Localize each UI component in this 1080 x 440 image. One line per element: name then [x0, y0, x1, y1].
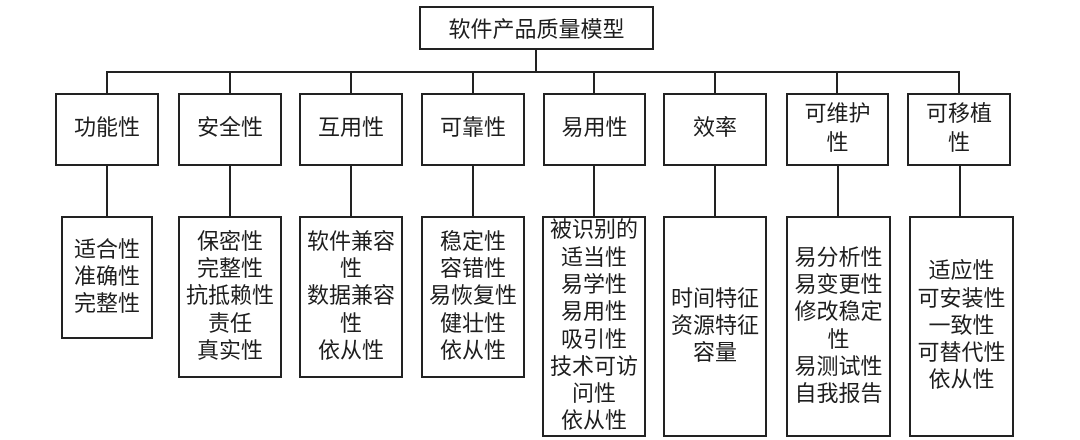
- subcharacteristic-item: 准确性: [73, 264, 140, 290]
- branch-connector-3: [350, 71, 352, 94]
- characteristic-label: 效率: [692, 116, 737, 142]
- subcharacteristic-item: 易分析性: [794, 245, 883, 271]
- subcharacteristic-item: 数据兼容性: [306, 284, 395, 337]
- subcharacteristic-item: 责任: [207, 311, 252, 337]
- subcharacteristic-item: 易变更性: [794, 272, 883, 298]
- subcharacteristic-item: 抗抵赖性: [185, 284, 274, 310]
- subcharacteristic-item: 适应性: [928, 259, 995, 285]
- leaf-connector-5: [593, 165, 595, 217]
- subcharacteristic-item: 修改稳定性: [794, 300, 883, 353]
- leaf-connector-8: [959, 165, 961, 217]
- subcharacteristic-item: 吸引性: [560, 327, 627, 353]
- subcharacteristics-functionality: 适合性 准确性 完整性: [61, 216, 153, 339]
- subcharacteristic-item: 资源特征: [670, 313, 759, 339]
- subcharacteristic-item: 易测试性: [794, 354, 883, 380]
- branch-connector-1: [106, 71, 108, 94]
- subcharacteristics-interoperability: 软件兼容性 数据兼容性 依从性: [299, 216, 403, 378]
- root-node-label: 软件产品质量模型: [448, 18, 625, 43]
- subcharacteristic-item: 可替代性: [917, 341, 1006, 367]
- characteristic-label: 可维护性: [804, 101, 871, 156]
- subcharacteristic-item: 易用性: [560, 300, 627, 326]
- subcharacteristic-item: 真实性: [196, 338, 263, 364]
- characteristic-label: 功能性: [73, 116, 140, 142]
- subcharacteristic-item: 易恢复性: [428, 284, 517, 310]
- characteristic-node-maintainability: 可维护性: [786, 93, 889, 166]
- root-connector: [535, 49, 537, 73]
- characteristic-node-reliability: 可靠性: [421, 93, 525, 166]
- subcharacteristics-portability: 适应性 可安装性 一致性 可替代性 依从性: [909, 216, 1014, 437]
- subcharacteristic-item: 依从性: [928, 368, 995, 394]
- subcharacteristic-item: 自我报告: [794, 382, 883, 408]
- subcharacteristics-maintainability: 易分析性 易变更性 修改稳定性 易测试性 自我报告: [786, 216, 891, 437]
- characteristic-label: 可靠性: [439, 116, 506, 142]
- subcharacteristics-security: 保密性 完整性 抗抵赖性 责任 真实性: [178, 216, 282, 378]
- subcharacteristic-item: 时间特征: [670, 286, 759, 312]
- subcharacteristic-item: 依从性: [560, 409, 627, 435]
- subcharacteristic-item: 软件兼容性: [306, 229, 395, 283]
- subcharacteristics-usability: 被识别的适当性 易学性 易用性 吸引性 技术可访问性 依从性: [542, 216, 646, 437]
- branch-connector-2: [229, 71, 231, 94]
- leaf-connector-4: [472, 165, 474, 217]
- leaf-connector-3: [350, 165, 352, 217]
- characteristic-node-usability: 易用性: [543, 93, 646, 166]
- subcharacteristic-item: 保密性: [196, 229, 263, 255]
- subcharacteristic-item: 技术可访问性: [549, 354, 638, 408]
- subcharacteristic-item: 健壮性: [439, 311, 506, 337]
- branch-connector-7: [836, 71, 838, 94]
- subcharacteristic-item: 可安装性: [917, 286, 1006, 312]
- branch-bus-line: [106, 71, 960, 73]
- characteristic-node-efficiency: 效率: [663, 93, 767, 166]
- root-node: 软件产品质量模型: [419, 6, 654, 50]
- subcharacteristic-item: 易学性: [560, 272, 627, 298]
- characteristic-node-interoperability: 互用性: [299, 93, 403, 166]
- subcharacteristic-item: 完整性: [196, 257, 263, 283]
- branch-connector-6: [714, 71, 716, 94]
- branch-connector-5: [593, 71, 595, 94]
- characteristic-label: 互用性: [317, 116, 384, 142]
- leaf-connector-6: [714, 165, 716, 217]
- characteristic-node-portability: 可移植性: [907, 93, 1011, 166]
- subcharacteristic-item: 完整性: [73, 292, 140, 318]
- characteristic-node-functionality: 功能性: [55, 93, 159, 166]
- subcharacteristic-item: 容错性: [439, 257, 506, 283]
- branch-connector-8: [958, 71, 960, 94]
- leaf-connector-7: [837, 165, 839, 217]
- characteristic-label: 易用性: [561, 116, 628, 142]
- branch-connector-4: [472, 71, 474, 94]
- subcharacteristic-item: 依从性: [439, 338, 506, 364]
- leaf-connector-2: [229, 165, 231, 217]
- characteristic-label: 安全性: [196, 116, 263, 142]
- subcharacteristic-item: 依从性: [317, 338, 384, 364]
- subcharacteristic-item: 容量: [692, 341, 737, 367]
- leaf-connector-1: [106, 165, 108, 217]
- subcharacteristic-item: 稳定性: [439, 229, 506, 255]
- characteristic-node-security: 安全性: [178, 93, 282, 166]
- subcharacteristic-item: 适合性: [73, 237, 140, 263]
- subcharacteristics-reliability: 稳定性 容错性 易恢复性 健壮性 依从性: [421, 216, 525, 378]
- subcharacteristic-item: 被识别的适当性: [549, 218, 638, 271]
- subcharacteristics-efficiency: 时间特征 资源特征 容量: [663, 216, 767, 437]
- subcharacteristic-item: 一致性: [928, 313, 995, 339]
- characteristic-label: 可移植性: [925, 101, 992, 156]
